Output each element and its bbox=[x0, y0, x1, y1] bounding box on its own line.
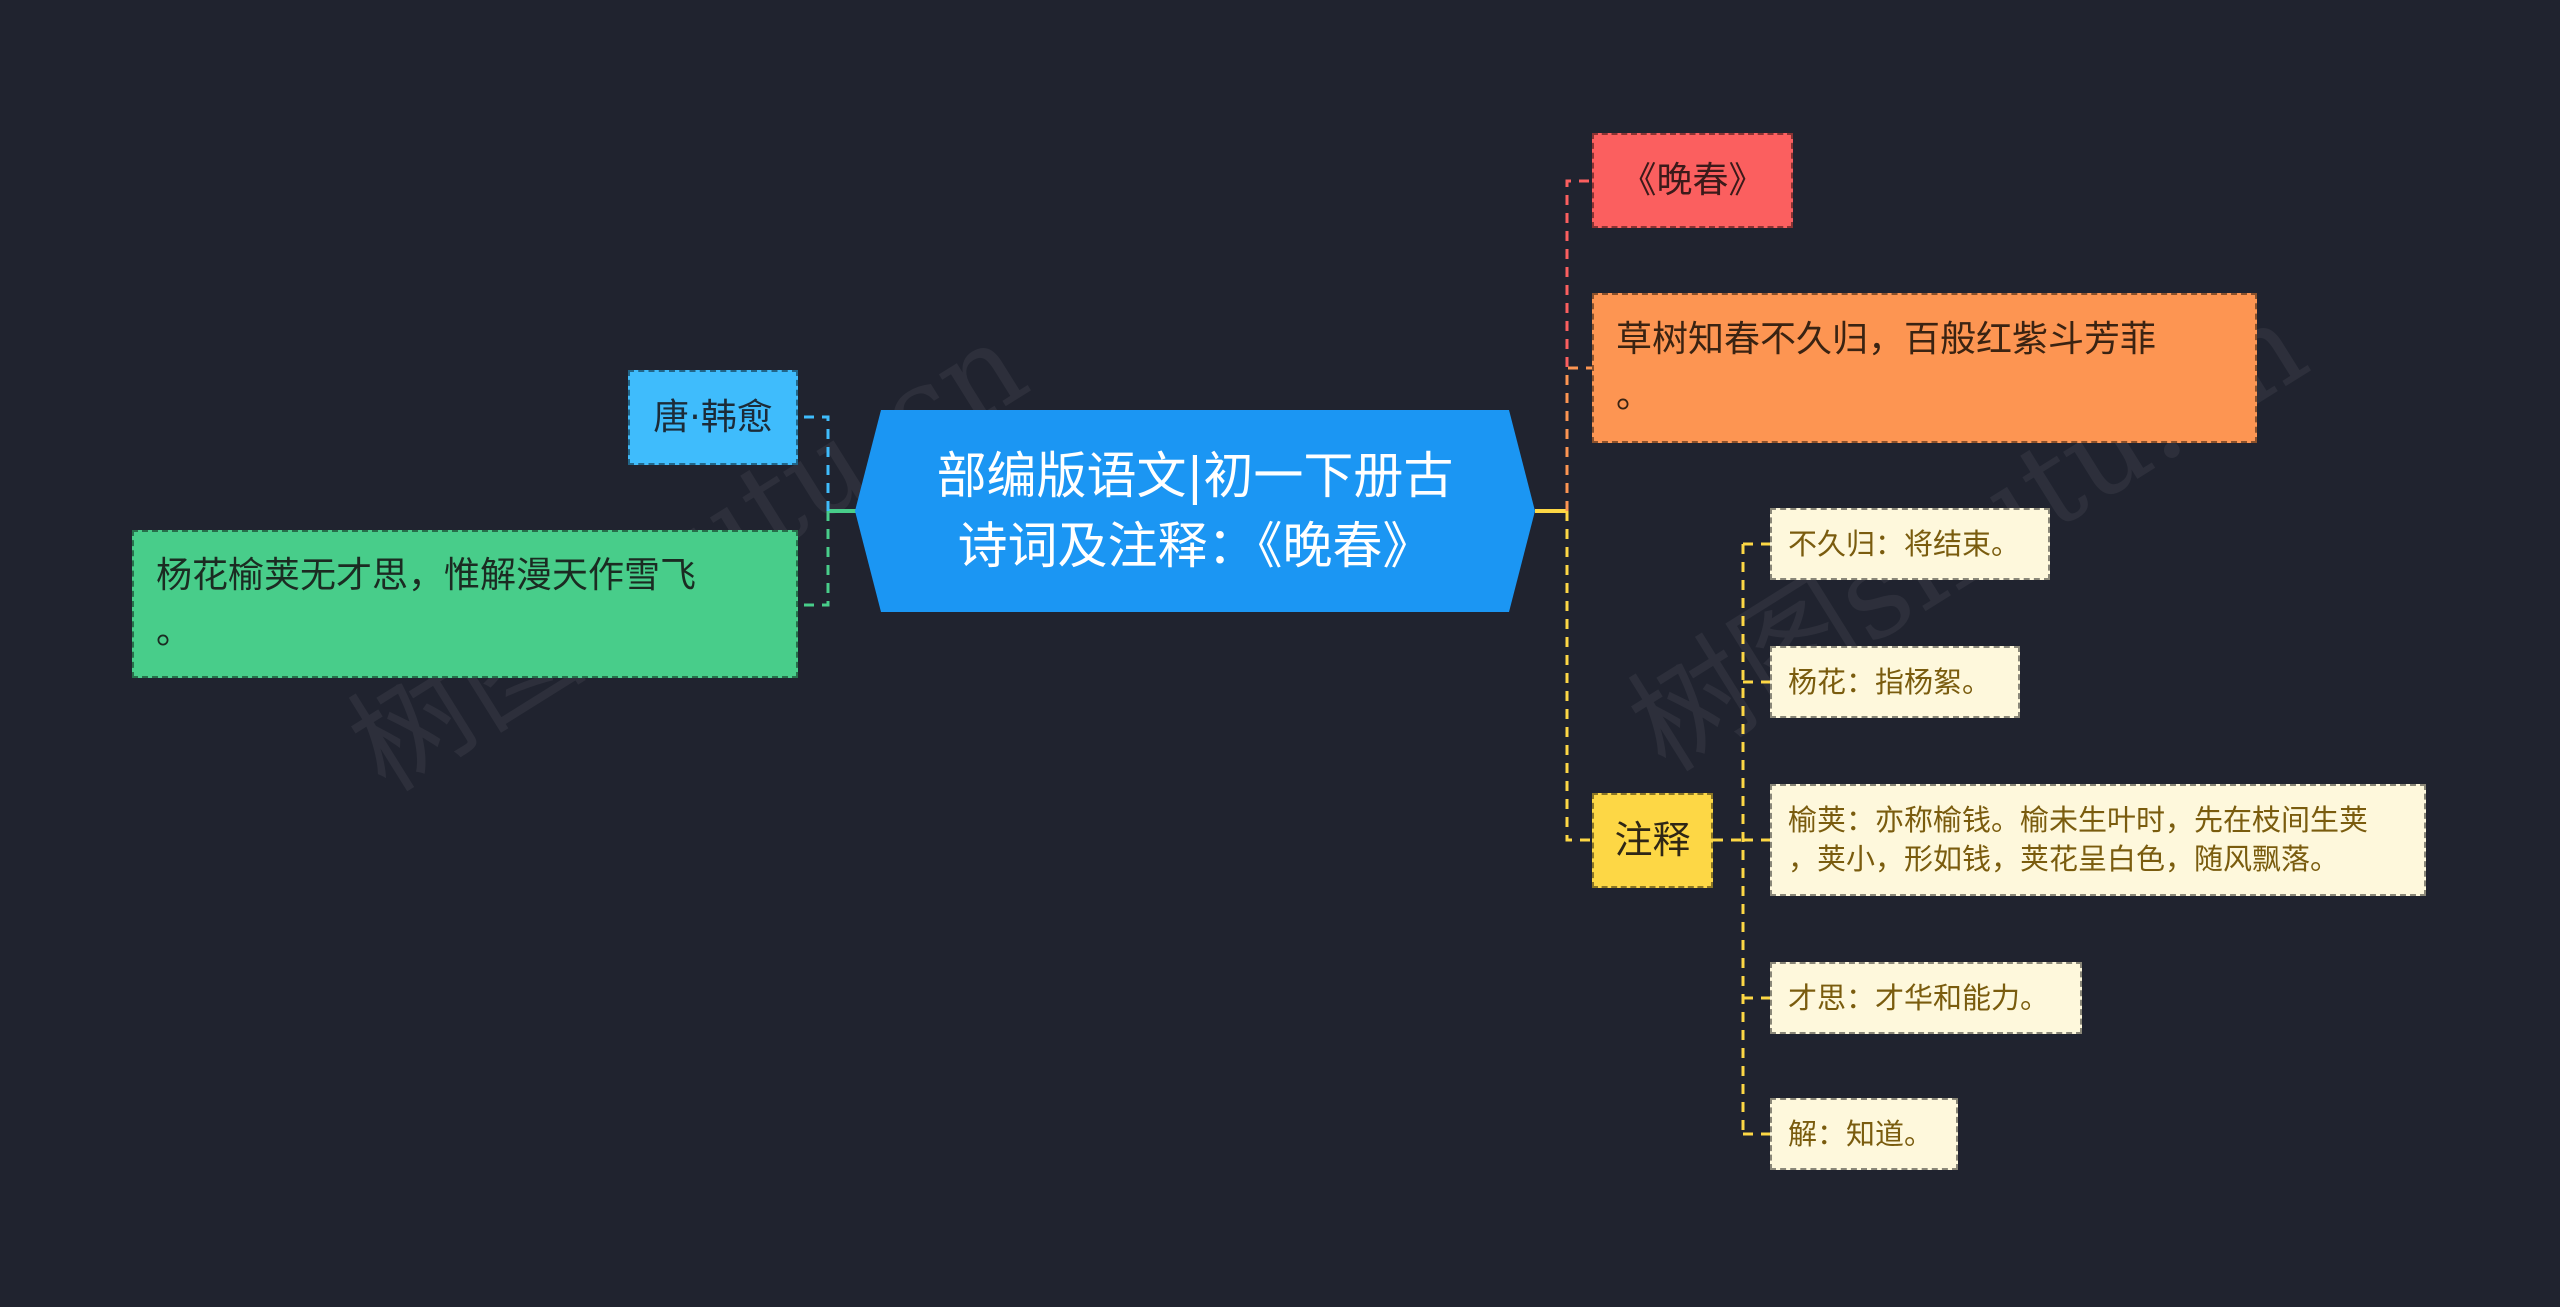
note-item[interactable]: 杨花：指杨絮。 bbox=[1770, 646, 2020, 718]
poem-left-node[interactable]: 杨花榆荚无才思，惟解漫天作雪飞 。 bbox=[132, 530, 798, 678]
poem-right-node[interactable]: 草树知春不久归，百般红紫斗芳菲 。 bbox=[1592, 293, 2257, 443]
root-node-shape bbox=[855, 410, 1535, 612]
connector-author bbox=[798, 415, 830, 511]
root-node[interactable]: 部编版语文|初一下册古诗词及注释：《晚春》 bbox=[855, 410, 1535, 612]
note-item-label: 榆荚：亦称榆钱。榆未生叶时，先在枝间生荚 ，荚小，形如钱，荚花呈白色，随风飘落。 bbox=[1788, 802, 2369, 876]
author-node-label: 唐·韩愈 bbox=[653, 396, 773, 438]
wanchun-node[interactable]: 《晚春》 bbox=[1592, 133, 1793, 228]
poem-left-node-label: 杨花榆荚无才思，惟解漫天作雪飞 。 bbox=[156, 555, 697, 652]
poem-right-node-label: 草树知春不久归，百般红紫斗芳菲 。 bbox=[1616, 319, 2157, 416]
connector-poem-left bbox=[798, 511, 830, 607]
author-node[interactable]: 唐·韩愈 bbox=[628, 370, 798, 465]
wanchun-node-label: 《晚春》 bbox=[1620, 159, 1765, 201]
notes-node-label: 注释 bbox=[1614, 818, 1691, 863]
notes-node[interactable]: 注释 bbox=[1592, 793, 1713, 888]
note-item[interactable]: 不久归：将结束。 bbox=[1770, 508, 2050, 580]
connector-wanchun bbox=[1565, 179, 1592, 511]
note-item-label: 解：知道。 bbox=[1788, 1116, 1934, 1151]
note-item[interactable]: 才思：才华和能力。 bbox=[1770, 962, 2082, 1034]
root-node-label: 部编版语文|初一下册古诗词及注释：《晚春》 bbox=[936, 447, 1454, 575]
note-item-label: 不久归：将结束。 bbox=[1788, 526, 2021, 561]
note-item[interactable]: 解：知道。 bbox=[1770, 1098, 1958, 1170]
connector-notes bbox=[1565, 511, 1592, 842]
note-item[interactable]: 榆荚：亦称榆钱。榆未生叶时，先在枝间生荚 ，荚小，形如钱，荚花呈白色，随风飘落。 bbox=[1770, 784, 2426, 896]
note-item-label: 才思：才华和能力。 bbox=[1788, 980, 2050, 1015]
note-item-label: 杨花：指杨絮。 bbox=[1788, 664, 1992, 699]
connector-poem-right bbox=[1565, 366, 1592, 511]
connector-notes-trunk bbox=[1713, 544, 1745, 1134]
